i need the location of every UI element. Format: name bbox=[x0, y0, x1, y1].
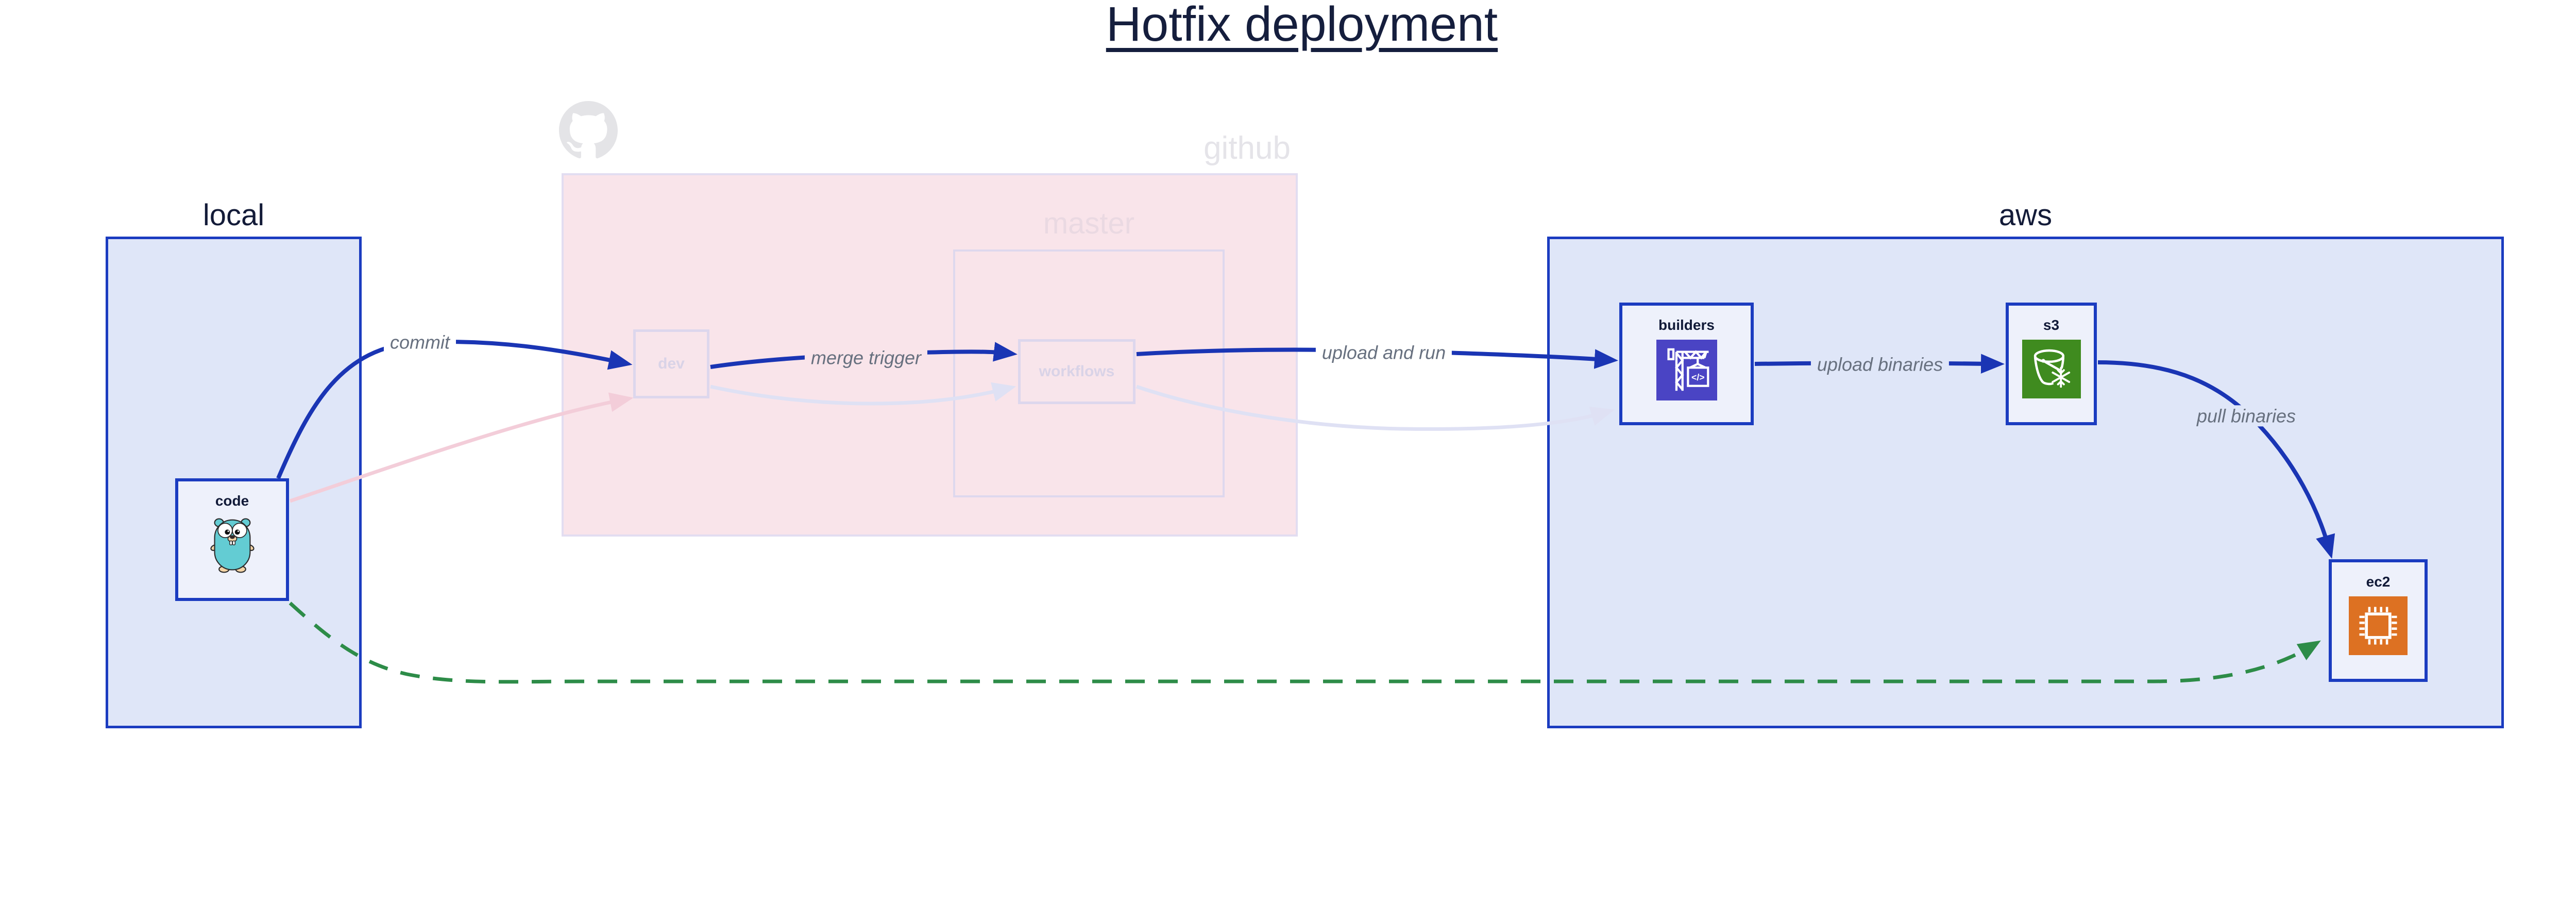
go-gopher-icon bbox=[210, 515, 255, 573]
page-title: Hotfix deployment bbox=[1106, 0, 1498, 52]
node-builders-label: builders bbox=[1658, 317, 1715, 333]
region-label-master: master bbox=[1043, 207, 1135, 240]
region-label-local: local bbox=[202, 198, 265, 232]
github-logo-icon bbox=[559, 101, 618, 160]
aws-s3-glacier-bucket-icon bbox=[2022, 340, 2081, 398]
node-s3-label: s3 bbox=[2043, 317, 2060, 333]
edge-label-upload-and-run: upload and run bbox=[1315, 342, 1452, 363]
svg-text:</>: </> bbox=[1691, 372, 1705, 382]
node-code-label: code bbox=[215, 493, 249, 509]
region-label-github: github bbox=[1204, 130, 1291, 166]
node-ec2: ec2 bbox=[2329, 559, 2428, 682]
aws-ec2-chip-icon bbox=[2349, 596, 2408, 655]
node-dev: dev bbox=[633, 329, 709, 398]
region-master bbox=[953, 249, 1225, 497]
edge-label-merge-trigger: merge trigger bbox=[804, 347, 928, 369]
node-code: code bbox=[175, 478, 289, 601]
node-dev-label: dev bbox=[658, 355, 685, 372]
node-s3: s3 bbox=[2006, 303, 2097, 425]
node-builders: builders </> bbox=[1619, 303, 1754, 425]
node-ec2-label: ec2 bbox=[2366, 574, 2391, 590]
edge-label-upload-binaries: upload binaries bbox=[1810, 354, 1950, 375]
edge-label-pull-binaries: pull binaries bbox=[2190, 405, 2302, 427]
aws-codebuild-icon: </> bbox=[1656, 340, 1717, 400]
region-label-aws: aws bbox=[1998, 198, 2053, 232]
node-workflows: workflows bbox=[1018, 339, 1136, 404]
edge-label-commit: commit bbox=[384, 331, 456, 353]
node-workflows-label: workflows bbox=[1039, 363, 1115, 380]
